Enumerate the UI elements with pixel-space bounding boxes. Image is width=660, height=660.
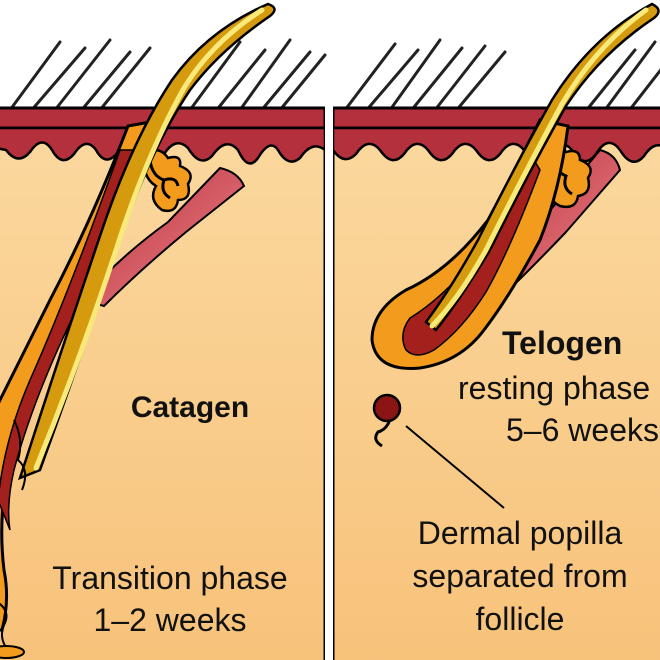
callout-line2: separated from: [412, 558, 628, 594]
telogen-hair-core: [429, 7, 649, 329]
catagen-arrector-muscle: [80, 166, 246, 308]
telogen-subtitle-line1: resting phase: [458, 370, 651, 406]
catagen-caption-line1: Transition phase: [52, 560, 288, 596]
telogen-dermis: [331, 106, 660, 660]
callout-leader-line: [405, 425, 505, 509]
catagen-hair-shaft: [17, 2, 276, 481]
telogen-subtitle-line2: 5–6 weeks: [506, 412, 659, 448]
catagen-hair-core: [33, 7, 265, 471]
dermal-papilla: [372, 393, 402, 423]
telogen-panel: [331, 2, 660, 660]
catagen-title: Catagen: [130, 391, 250, 424]
callout-line1: Dermal popilla: [417, 515, 623, 551]
telogen-epidermis: [331, 106, 660, 130]
telogen-title: Telogen: [502, 325, 623, 361]
catagen-caption-line2: 1–2 weeks: [93, 602, 247, 638]
callout-line3: follicle: [475, 601, 565, 637]
dermal-papilla-tail: [374, 419, 392, 448]
